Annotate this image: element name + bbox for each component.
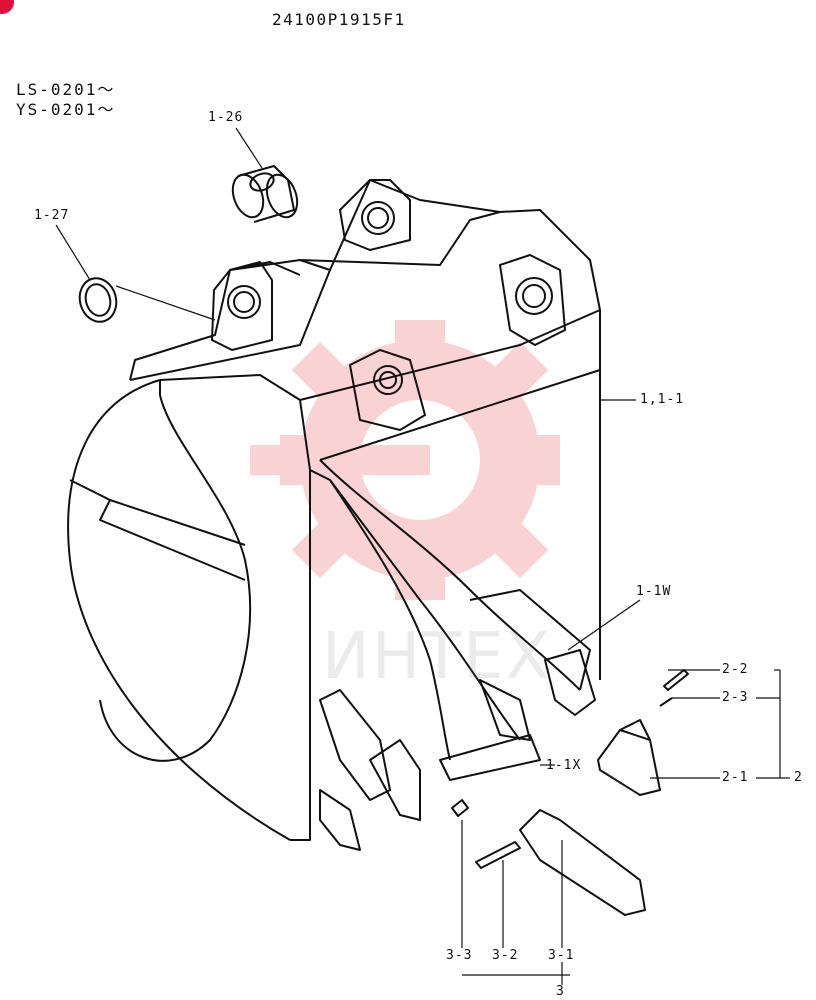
callout-2-1: 2-1 <box>722 770 749 785</box>
callout-2-3: 2-3 <box>722 690 749 705</box>
bucket-teeth <box>319 649 596 851</box>
callout-3: 3 <box>556 984 565 999</box>
gear-watermark-icon <box>250 320 560 600</box>
callout-1-1w: 1-1W <box>636 584 672 599</box>
pin-3-2 <box>475 841 521 869</box>
tooth-3-1 <box>519 809 646 916</box>
callout-1-main: 1,1-1 <box>640 392 685 407</box>
leader-lines <box>55 127 790 985</box>
watermark-text: ИНТЕХ <box>322 620 552 694</box>
callout-3-1: 3-1 <box>548 948 575 963</box>
bushing-1-26 <box>231 165 299 223</box>
callout-2: 2 <box>794 770 803 785</box>
tooth-2-1 <box>597 719 661 796</box>
callout-1-27: 1-27 <box>34 208 70 223</box>
callout-1-26: 1-26 <box>208 110 244 125</box>
bucket-body <box>67 179 601 841</box>
callout-2-2: 2-2 <box>722 662 749 677</box>
callout-1-1x: 1-1X <box>546 758 582 773</box>
callout-3-2: 3-2 <box>492 948 519 963</box>
serial-range-ls: LS-0201～ <box>16 80 116 99</box>
lock-3-3 <box>451 799 469 817</box>
pin-2-2 <box>663 669 689 691</box>
serial-range-ys: YS-0201～ <box>16 100 116 119</box>
document-title: 24100P1915F1 <box>272 10 406 29</box>
lock-2-3 <box>659 697 673 707</box>
callout-3-3: 3-3 <box>446 948 473 963</box>
oring-1-27 <box>78 277 118 323</box>
